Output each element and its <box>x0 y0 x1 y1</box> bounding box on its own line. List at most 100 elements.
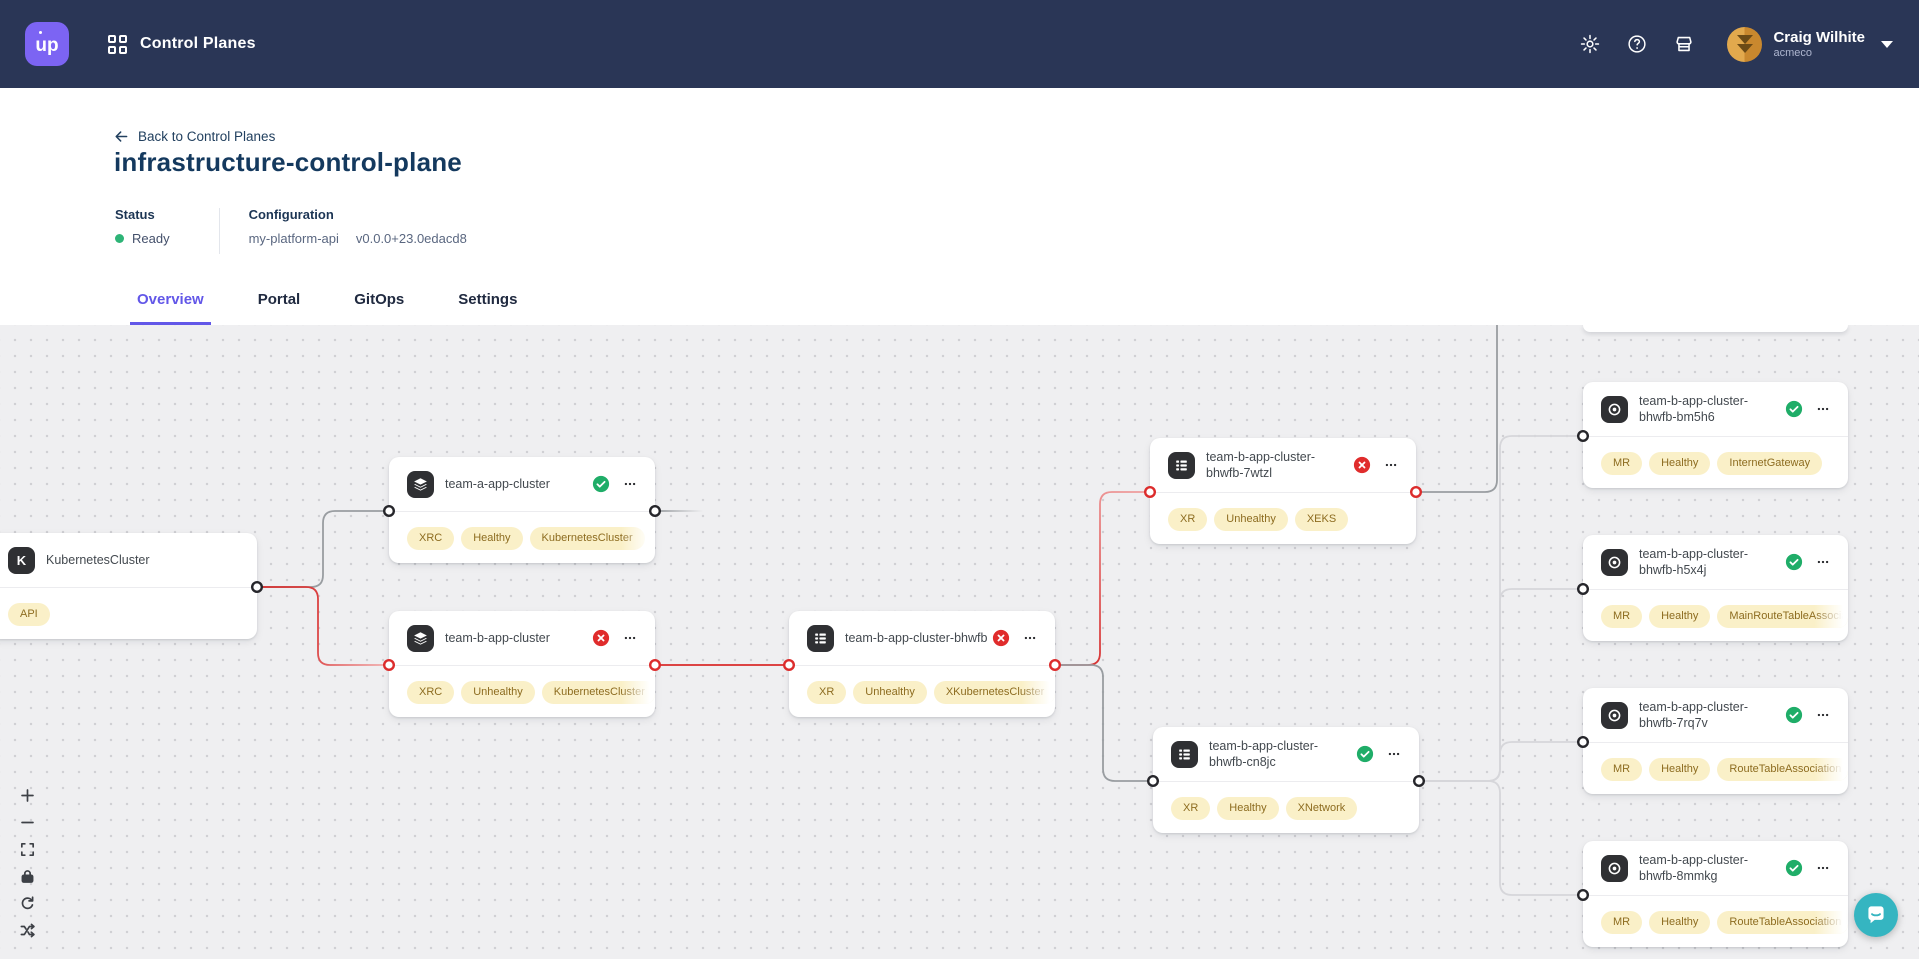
node-label: team-b-app-cluster-bhwfb-7wtzl <box>1206 449 1316 480</box>
canvas-controls <box>16 784 38 941</box>
resource-list-icon <box>1171 740 1198 768</box>
lock-button[interactable] <box>16 865 38 887</box>
node-label: team-a-app-cluster <box>445 476 550 491</box>
zoom-out-icon <box>20 821 34 823</box>
zoom-out-button[interactable] <box>16 811 38 833</box>
logo-text: up <box>35 34 59 56</box>
node-divider <box>0 587 257 588</box>
badge: XRC <box>407 681 455 704</box>
help-icon[interactable] <box>1624 31 1650 57</box>
badge-fade <box>621 512 655 550</box>
node-divider <box>1583 589 1848 590</box>
badge: XR <box>807 681 847 704</box>
fit-view-button[interactable] <box>16 838 38 860</box>
back-link[interactable]: Back to Control Planes <box>113 128 275 145</box>
error-status-icon <box>992 629 1010 647</box>
status-label: Status <box>115 207 155 222</box>
app-switcher-icon[interactable] <box>108 34 127 54</box>
zoom-in-button[interactable] <box>16 784 38 806</box>
chevron-down-icon <box>1881 40 1893 48</box>
refresh-button[interactable] <box>16 892 38 914</box>
badge: MR <box>1601 452 1643 475</box>
node-menu-button[interactable] <box>1384 745 1406 763</box>
marketplace-icon[interactable] <box>1671 31 1697 57</box>
badge-fade <box>621 666 655 704</box>
node-menu-button[interactable] <box>1813 400 1835 418</box>
edge-bhwfb-to-cn8jc <box>1060 664 1148 782</box>
tab-portal[interactable]: Portal <box>257 291 301 308</box>
fit-view-icon <box>20 842 34 856</box>
edge-cn8jc-to-h5x4j <box>1424 588 1578 782</box>
node-menu-button[interactable] <box>1813 706 1835 724</box>
tab-overview[interactable]: Overview <box>130 291 211 325</box>
badge: Healthy <box>1649 452 1711 475</box>
managed-resource-icon <box>1601 395 1628 423</box>
status-dot <box>115 234 124 243</box>
refresh-icon <box>21 895 33 909</box>
node-badges: MRHealthyMainRouteTableAssociation <box>1583 590 1848 628</box>
reroute-button[interactable] <box>16 919 38 941</box>
badge-fade <box>1814 590 1848 628</box>
badge: Healthy <box>1217 797 1279 820</box>
node-menu-button[interactable] <box>1813 553 1835 571</box>
logo-dot <box>39 31 42 34</box>
badge: Unhealthy <box>1214 508 1288 531</box>
node-divider <box>389 511 655 512</box>
node-badges: API <box>0 588 257 626</box>
tab-gitops[interactable]: GitOps <box>354 291 405 308</box>
chat-launcher-button[interactable] <box>1854 893 1898 937</box>
reroute-icon <box>20 923 35 937</box>
healthy-status-icon <box>1785 400 1803 418</box>
node-label: team-b-app-cluster-bhwfb <box>845 630 988 645</box>
node-divider <box>389 665 655 666</box>
node-menu-button[interactable] <box>1020 629 1042 647</box>
back-label: Back to Control Planes <box>138 129 276 144</box>
meta-row: Status Ready Configuration my-platform-a… <box>115 208 467 254</box>
user-org: acmeco <box>1773 46 1812 59</box>
tab-settings[interactable]: Settings <box>458 291 518 308</box>
edge-7wtzl-to-top <box>1421 325 1498 493</box>
user-menu[interactable]: Craig Wilhite acmeco <box>1727 26 1893 62</box>
node-menu-button[interactable] <box>1381 456 1403 474</box>
node-divider <box>1583 895 1848 896</box>
error-status-icon <box>1353 456 1371 474</box>
node-menu-button[interactable] <box>620 475 642 493</box>
layers-icon <box>407 470 434 498</box>
node-divider <box>1153 781 1419 782</box>
healthy-status-icon <box>1785 706 1803 724</box>
page-title: infrastructure-control-plane <box>114 147 462 177</box>
app-title: Control Planes <box>140 35 256 52</box>
edge-bhwfb-to-7wtzl <box>1060 491 1145 666</box>
zoom-in-icon <box>20 788 34 802</box>
upbound-logo[interactable]: up <box>25 22 69 66</box>
resource-list-icon <box>1168 451 1195 479</box>
node-menu-button[interactable] <box>1813 859 1835 877</box>
node-label: team-b-app-cluster-bhwfb-h5x4j <box>1639 546 1749 577</box>
badge: Healthy <box>1649 605 1711 628</box>
healthy-status-icon <box>1785 859 1803 877</box>
badge-fade <box>1814 743 1848 781</box>
settings-gear-icon[interactable] <box>1577 31 1603 57</box>
chat-bubble-icon <box>1868 906 1884 924</box>
badge: KubernetesCluster <box>529 527 645 550</box>
node-label: team-b-app-cluster-bhwfb-8mmkg <box>1639 852 1749 883</box>
node-label: team-b-app-cluster-bhwfb-bm5h6 <box>1639 393 1749 424</box>
node-menu-button[interactable] <box>620 629 642 647</box>
edge-k8s-to-team-a <box>257 510 384 588</box>
top-navbar: up Control Planes Craig Wilhite acmeco <box>0 0 1919 88</box>
